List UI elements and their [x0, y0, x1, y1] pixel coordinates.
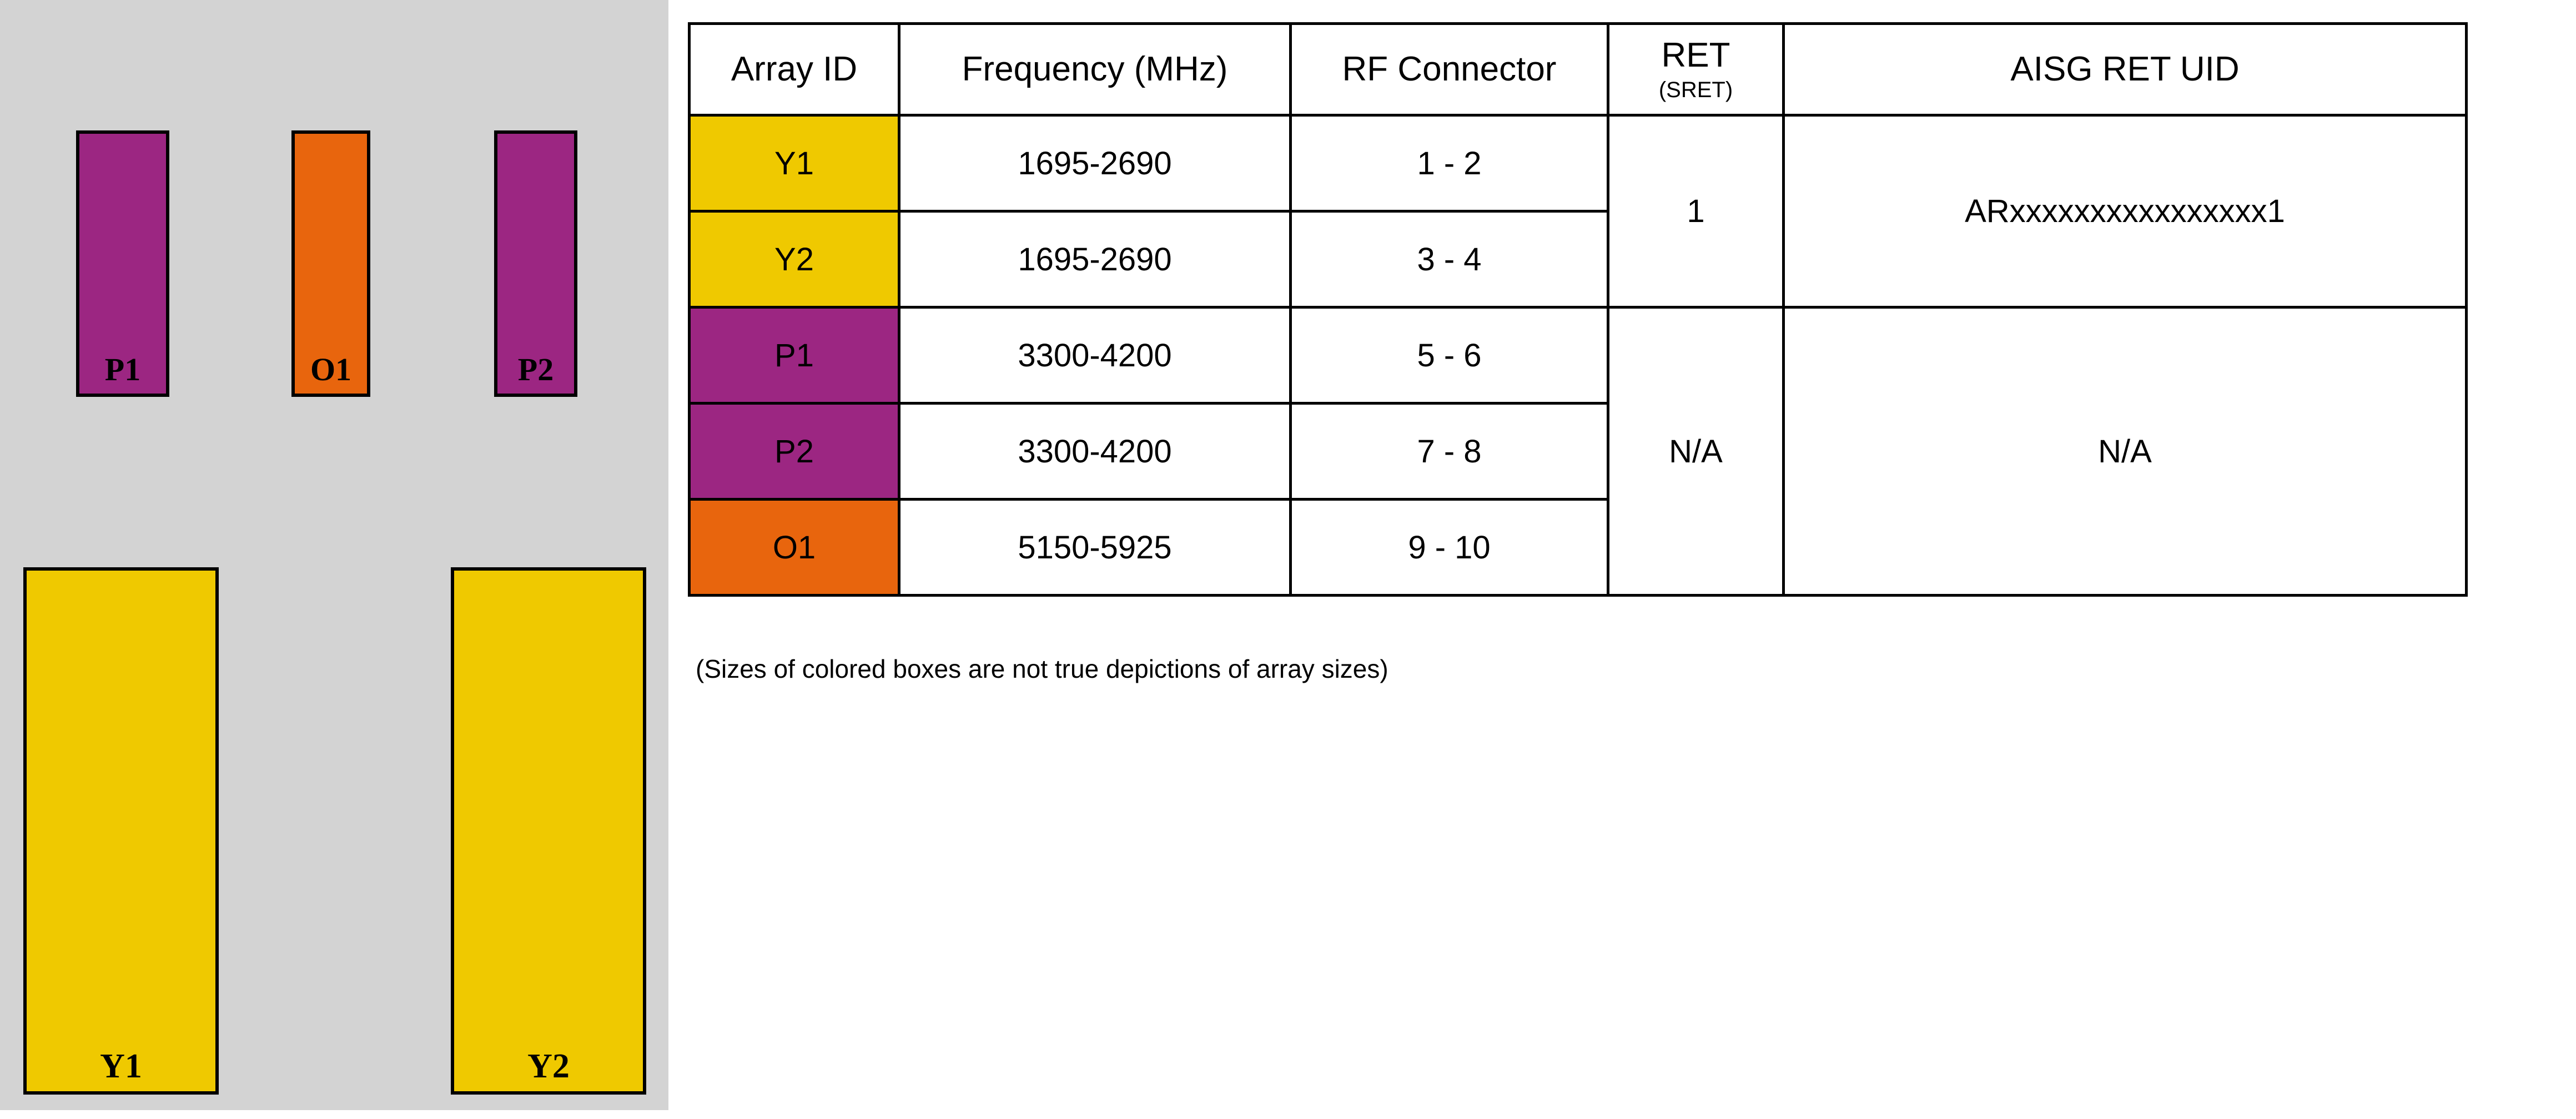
cell-rf-connector: 7 - 8	[1289, 402, 1609, 501]
cell-array-id: P2	[688, 402, 900, 501]
array-specification-table: Array ID Frequency (MHz) RF Connector RE…	[688, 22, 2468, 597]
array-box-p1: P1	[76, 130, 169, 397]
cell-array-id: Y1	[688, 114, 900, 213]
diagram-footnote: (Sizes of colored boxes are not true dep…	[696, 654, 1388, 683]
table-row: O1 5150-5925 9 - 10	[688, 498, 2467, 597]
cell-rf-connector: 9 - 10	[1289, 498, 1609, 597]
cell-frequency: 1695-2690	[898, 210, 1292, 309]
array-box-p2-label: P2	[517, 351, 554, 387]
table-row: Y1 1695-2690 1 - 2 1 ARxxxxxxxxxxxxxxxx1	[688, 114, 2468, 309]
cell-ret: 1	[1607, 114, 1785, 309]
table-row: P1 3300-4200 5 - 6 N/A N/A	[688, 306, 2468, 597]
cell-rf-connector: 5 - 6	[1289, 306, 1609, 405]
cell-frequency: 3300-4200	[898, 402, 1292, 501]
cell-aisg-ret-uid: N/A	[1782, 306, 2468, 597]
column-header-frequency: Frequency (MHz)	[898, 22, 1292, 117]
table-body: Y1 1695-2690 1 - 2 1 ARxxxxxxxxxxxxxxxx1…	[688, 114, 2468, 597]
array-box-p1-label: P1	[104, 351, 141, 387]
cell-frequency: 3300-4200	[898, 306, 1292, 405]
cell-aisg-ret-uid: ARxxxxxxxxxxxxxxxx1	[1782, 114, 2468, 309]
array-box-y1-label: Y1	[100, 1047, 142, 1085]
array-specification-table-container: Array ID Frequency (MHz) RF Connector RE…	[688, 22, 2468, 597]
column-header-ret-sub: (SRET)	[1658, 78, 1733, 103]
array-box-y1: Y1	[23, 567, 219, 1095]
array-box-o1-label: O1	[310, 351, 352, 387]
column-header-ret: RET (SRET)	[1607, 22, 1785, 117]
column-header-rf-connector: RF Connector	[1289, 22, 1609, 117]
table-row: Y2 1695-2690 3 - 4	[688, 210, 2467, 309]
table-row: P2 3300-4200 7 - 8	[688, 402, 2467, 501]
column-header-array-id: Array ID	[688, 22, 900, 117]
array-box-y2: Y2	[451, 567, 646, 1095]
table-header-row: Array ID Frequency (MHz) RF Connector RE…	[688, 22, 2468, 117]
column-header-ret-main: RET	[1661, 36, 1730, 74]
cell-ret: N/A	[1607, 306, 1785, 597]
array-box-y2-label: Y2	[527, 1047, 570, 1085]
table-header: Array ID Frequency (MHz) RF Connector RE…	[688, 22, 2468, 117]
cell-array-id: Y2	[688, 210, 900, 309]
cell-rf-connector: 1 - 2	[1289, 114, 1609, 213]
cell-frequency: 5150-5925	[898, 498, 1292, 597]
cell-frequency: 1695-2690	[898, 114, 1292, 213]
array-diagram-panel: P1 O1 P2 Y1 Y2	[0, 0, 668, 1110]
cell-array-id: O1	[688, 498, 900, 597]
array-box-o1: O1	[291, 130, 370, 397]
cell-rf-connector: 3 - 4	[1289, 210, 1609, 309]
cell-array-id: P1	[688, 306, 900, 405]
column-header-aisg-ret-uid: AISG RET UID	[1782, 22, 2468, 117]
array-box-p2: P2	[494, 130, 577, 397]
